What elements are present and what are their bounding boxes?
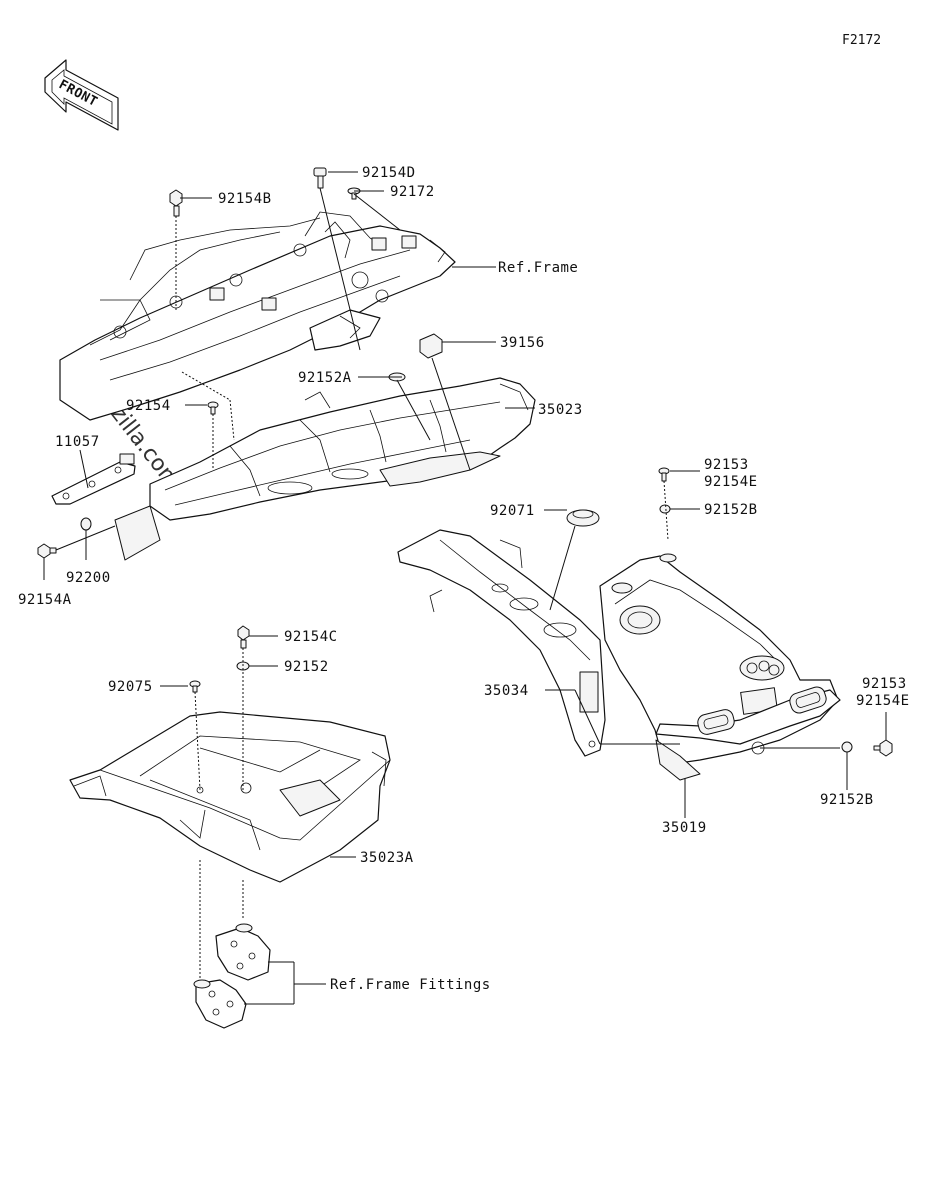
label-ref-frame-fittings: Ref.Frame Fittings <box>330 977 491 993</box>
frame-fittings-illustration <box>193 923 271 1029</box>
bracket-11057-illustration <box>51 453 136 505</box>
label-92154B: 92154B <box>218 191 272 207</box>
label-35023A: 35023A <box>360 850 414 866</box>
bolt-92154B-icon <box>169 189 183 217</box>
label-92152B-upper: 92152B <box>704 502 758 518</box>
grommet-92071-icon <box>566 509 600 527</box>
label-92154A: 92154A <box>18 592 72 608</box>
label-92071: 92071 <box>490 503 535 519</box>
collar-92152B-upper-icon <box>659 504 671 514</box>
label-92172: 92172 <box>390 184 435 200</box>
label-92154: 92154 <box>126 398 171 414</box>
label-35019: 35019 <box>662 820 707 836</box>
leader-lines <box>43 171 887 1005</box>
bolt-92154D-icon <box>313 167 327 189</box>
washer-92200-icon <box>80 517 92 531</box>
label-92153-upper: 92153 <box>704 457 749 473</box>
label-39156: 39156 <box>500 335 545 351</box>
bolt-92154C-icon <box>237 625 250 649</box>
label-92154D: 92154D <box>362 165 416 181</box>
bolt-92154-icon <box>207 401 219 415</box>
label-ref-frame: Ref.Frame <box>498 260 578 276</box>
label-11057: 11057 <box>55 434 100 450</box>
label-92200: 92200 <box>66 570 111 586</box>
tail-light-icon <box>739 655 785 681</box>
label-35023: 35023 <box>538 402 583 418</box>
label-92152B-lower: 92152B <box>820 792 874 808</box>
label-92152A: 92152A <box>298 370 352 386</box>
label-92154E-lower: 92154E <box>856 693 910 709</box>
label-35034: 35034 <box>484 683 529 699</box>
bolt-92153-upper-icon <box>658 467 670 482</box>
rivet-92075-icon <box>189 680 201 693</box>
bolt-92153-lower-icon <box>873 739 893 757</box>
pad-39156-icon <box>419 333 443 359</box>
bolt-92154A-icon <box>37 543 57 559</box>
label-92154C: 92154C <box>284 629 338 645</box>
label-92075: 92075 <box>108 679 153 695</box>
rear-fender-35019-illustration <box>599 553 841 781</box>
front-arrow-icon: FRONT <box>44 59 119 131</box>
label-92153-lower: 92153 <box>862 676 907 692</box>
tray-35023A-illustration <box>69 711 391 883</box>
rear-fender-35023-illustration <box>114 377 536 561</box>
collar-92152B-lower-icon <box>841 741 853 753</box>
bracket-35034-illustration <box>397 529 606 757</box>
rear-frame-illustration <box>59 211 456 421</box>
label-92154E-upper: 92154E <box>704 474 758 490</box>
label-92152: 92152 <box>284 659 329 675</box>
figure-code: F2172 <box>842 33 881 48</box>
